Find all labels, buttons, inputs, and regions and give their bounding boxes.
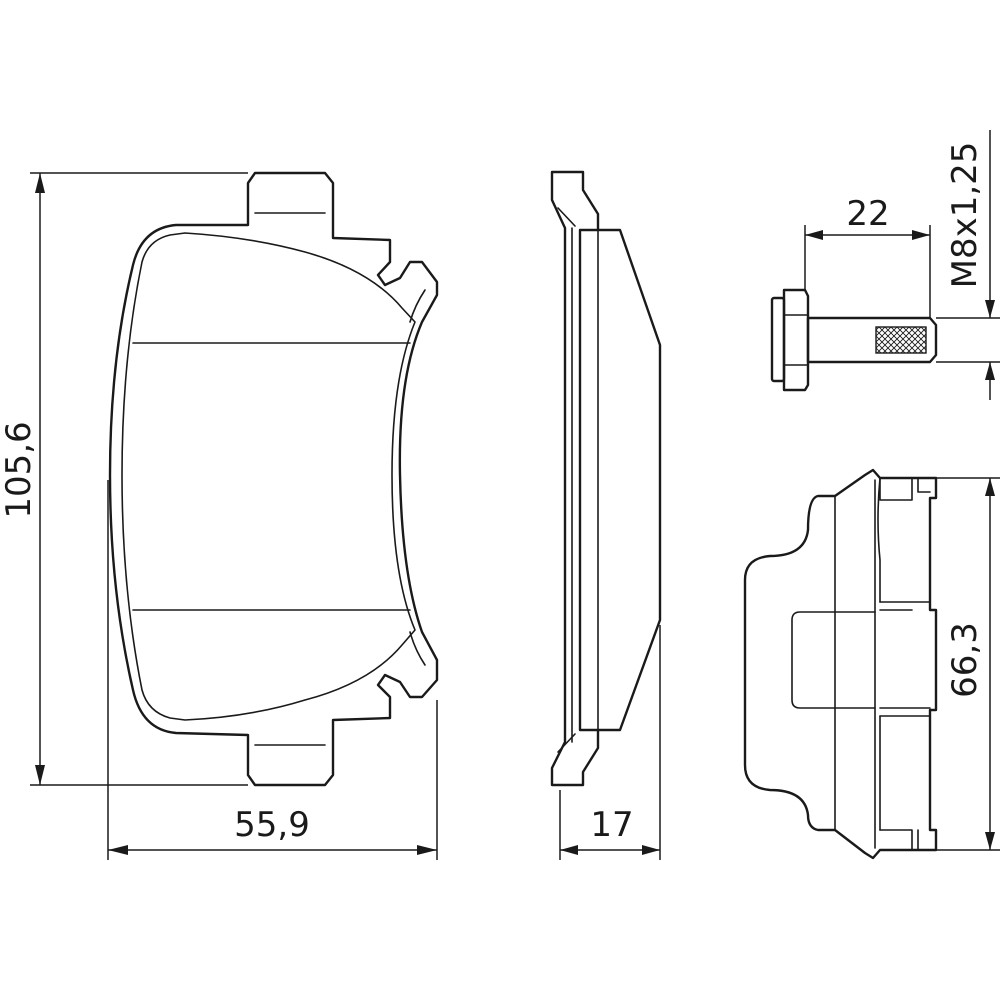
pad-side-view: [550, 170, 662, 787]
back-plate-outline: [743, 468, 938, 860]
back-plate-view: [743, 468, 938, 860]
bolt-drawing: [770, 288, 938, 392]
dimension-bolt-thread: M8x1,25: [936, 130, 1000, 400]
dimension-pad-height: 105,6: [0, 172, 248, 786]
side-friction-material: [596, 228, 662, 732]
dimension-bolt-length: 22: [804, 194, 931, 318]
friction-material-outline: [121, 232, 416, 721]
pad-front-view: [108, 171, 439, 787]
dimension-plate-height: 66,3: [936, 477, 1000, 851]
bolt-length-label: 22: [846, 194, 889, 234]
bolt-thread-hatch: [875, 326, 927, 354]
pad-thickness-label: 17: [590, 805, 633, 845]
dimension-pad-thickness: 17: [559, 625, 661, 860]
plate-height-label: 66,3: [945, 622, 985, 698]
backing-plate-outline: [108, 171, 439, 787]
dimension-pad-width: 55,9: [107, 480, 438, 860]
side-backing-plate: [550, 170, 600, 787]
bolt-thread-label: M8x1,25: [945, 142, 985, 289]
pad-width-label: 55,9: [234, 805, 310, 845]
pad-height-label: 105,6: [0, 421, 39, 518]
